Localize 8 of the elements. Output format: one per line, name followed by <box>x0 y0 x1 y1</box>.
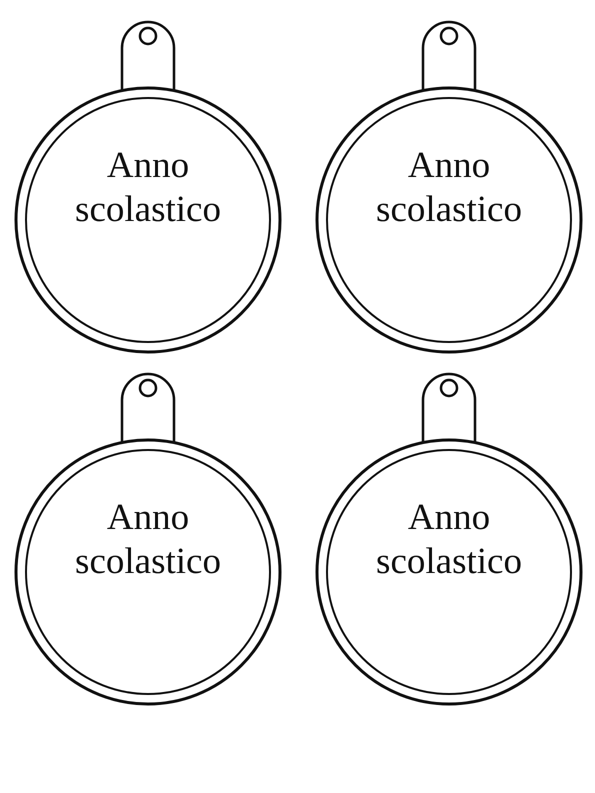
medal-circle <box>315 86 583 354</box>
medal-circle <box>14 438 282 706</box>
medal-text: Anno scolastico <box>375 144 523 232</box>
medal-circle <box>14 86 282 354</box>
medal-text: Anno scolastico <box>375 496 523 584</box>
medal-text: Anno scolastico <box>74 496 222 584</box>
medal-circle <box>315 438 583 706</box>
medal-text: Anno scolastico <box>74 144 222 232</box>
